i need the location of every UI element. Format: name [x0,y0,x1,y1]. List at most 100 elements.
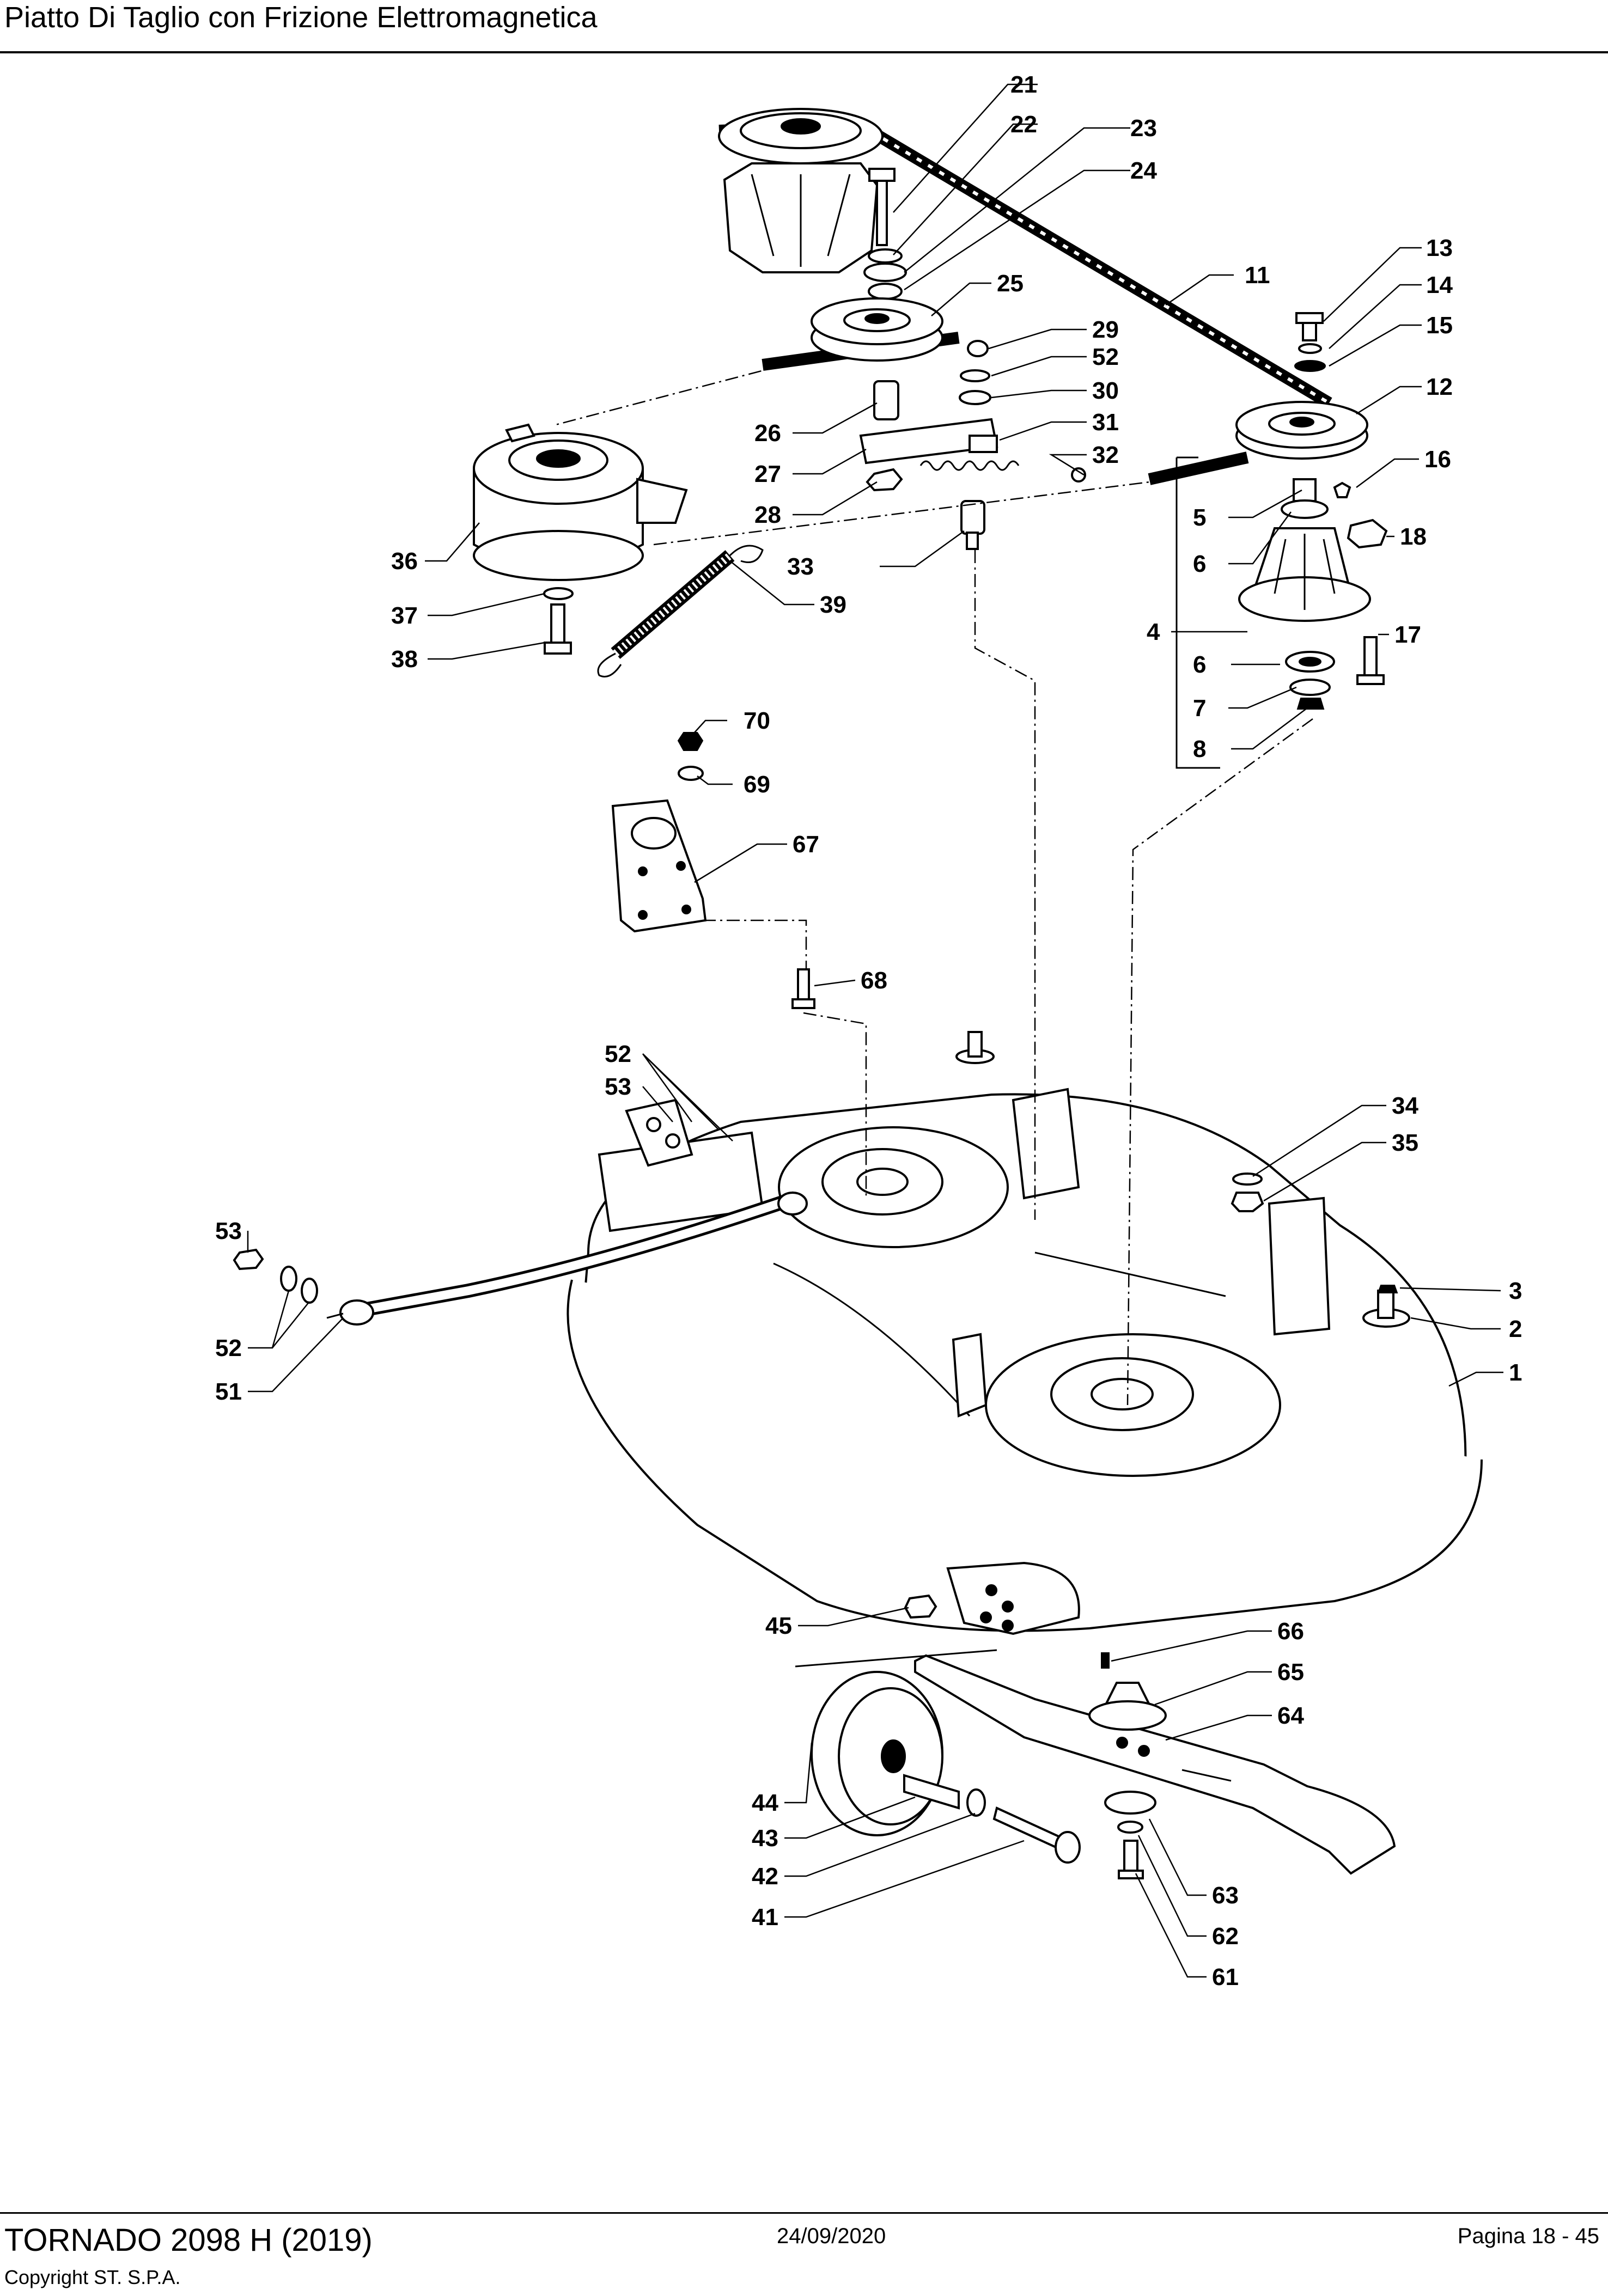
leader-lines [247,83,1503,1978]
washer-62 [1117,1821,1143,1834]
callout-64: 64 [1277,1702,1304,1729]
nut-29 [967,340,989,357]
callout-30: 30 [1092,377,1119,404]
callout-3: 3 [1509,1278,1522,1304]
callout-62: 62 [1212,1923,1239,1950]
washer-37 [543,587,574,600]
bearing-6-inner [1299,657,1321,667]
bolt-41 [992,1806,1081,1864]
washer-42 [966,1788,986,1817]
spring-32 [919,460,1020,471]
washer-34 [1232,1173,1263,1186]
right-pulley-12 [1235,401,1368,460]
callout-38: 38 [391,646,418,673]
callout-53-deck: 53 [605,1073,631,1100]
callout-33: 33 [787,553,814,580]
callout-41: 41 [752,1904,778,1931]
nut-28 [866,468,903,492]
callout-39: 39 [820,591,846,618]
footer-rule [0,2212,1608,2214]
callout-7: 7 [1193,695,1206,722]
footer-model: TORNADO 2098 H (2019) [4,2222,373,2258]
callout-36: 36 [391,548,418,575]
callout-69: 69 [744,771,770,798]
callout-5: 5 [1193,504,1206,531]
nut-35 [1231,1192,1264,1212]
callout-44: 44 [752,1790,778,1816]
link-rod-51 [326,1191,808,1326]
spring-hook-32 [1071,467,1086,483]
blade-hub-65 [1088,1682,1167,1731]
callout-61: 61 [1212,1964,1239,1990]
washer-52-top [960,369,990,382]
callout-70: 70 [744,707,770,734]
spacer-43 [903,1774,960,1810]
callout-67: 67 [793,831,819,858]
key-66 [1101,1652,1110,1669]
callout-16: 16 [1424,446,1451,473]
washer-7 [1289,679,1331,696]
mower-deck-1 [567,1088,1483,1635]
callout-31: 31 [1092,409,1119,436]
callout-4: 4 [1147,619,1160,645]
callout-52-left: 52 [215,1335,242,1361]
callout-52-deck: 52 [605,1041,631,1067]
deck-stud [955,1031,995,1064]
callout-23: 23 [1130,115,1157,142]
callout-42: 42 [752,1863,778,1890]
callout-51: 51 [215,1378,242,1405]
callout-34: 34 [1392,1092,1418,1119]
idler-pulley-25 [811,297,943,362]
nut-45 [904,1594,937,1619]
callout-68: 68 [861,967,887,994]
page-title: Piatto Di Taglio con Frizione Elettromag… [4,1,598,34]
nut-18 [1347,518,1388,549]
bolt-61 [1118,1840,1144,1879]
key-16 [1333,481,1351,498]
callout-65: 65 [1277,1659,1304,1686]
tension-spring-39 [597,545,764,677]
belt-segment-right [1148,451,1249,485]
washer-15 [1294,360,1326,372]
header-rule [0,51,1608,53]
callout-1: 1 [1509,1359,1522,1386]
callout-43: 43 [752,1825,778,1852]
callout-12: 12 [1426,374,1453,400]
callout-29: 29 [1092,316,1119,343]
bolt-17 [1356,636,1385,685]
callout-21: 21 [1010,71,1037,98]
callout-32: 32 [1092,442,1119,468]
bushing-31 [969,435,998,453]
nut-53-left [233,1248,264,1271]
callout-18: 18 [1400,523,1427,550]
callout-28: 28 [754,502,781,528]
callout-37: 37 [391,602,418,629]
callout-24: 24 [1130,157,1157,184]
callout-11: 11 [1245,262,1270,289]
callout-22: 22 [1010,111,1037,138]
spacer-26 [873,380,899,420]
washer-14 [1298,343,1322,354]
washer-63 [1104,1791,1156,1815]
assembly-lines [555,364,1313,1782]
callout-63: 63 [1212,1882,1239,1909]
footer-copyright: Copyright ST. S.P.A. [4,2266,181,2288]
washer-52-left-a [280,1266,297,1292]
electromagnetic-clutch-36 [473,423,688,581]
washer-30 [959,390,991,405]
spacer-24 [868,283,903,300]
callout-6-lower: 6 [1193,651,1206,678]
clip-3 [1377,1285,1398,1293]
footer-date: 24/09/2020 [777,2224,886,2248]
washer-52-left-b [301,1278,318,1304]
nut-8 [1296,698,1325,710]
washer-69 [678,766,704,781]
bolt-38 [544,603,572,655]
callout-27: 27 [754,461,781,487]
footer-page-number: Pagina 18 - 45 [1457,2224,1599,2248]
callout-labels: 21 22 23 24 25 11 13 14 15 12 16 18 5 6 … [215,71,1522,1990]
callout-13: 13 [1426,235,1453,261]
callout-45: 45 [765,1613,792,1639]
bolt-13 [1295,312,1324,341]
